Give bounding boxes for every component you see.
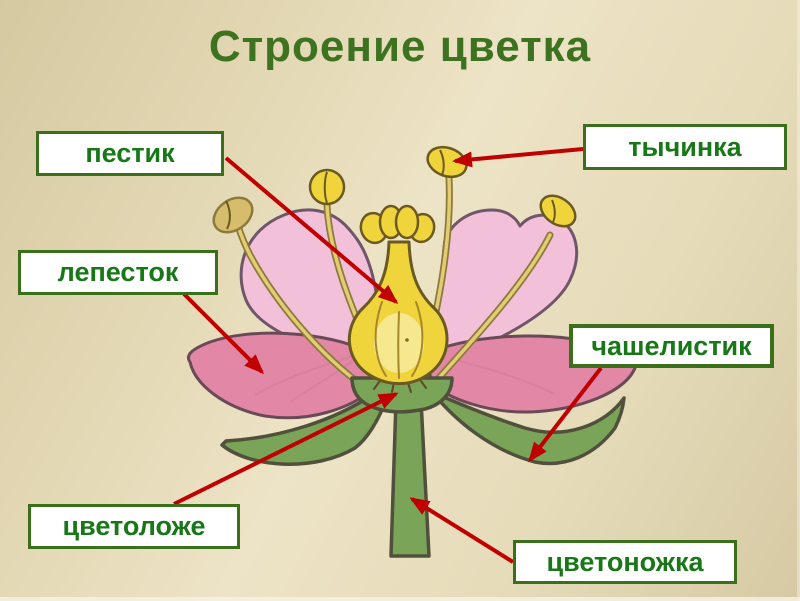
label-petal-text: лепесток (57, 257, 179, 287)
petal-vein (254, 354, 356, 396)
label-pistil: пестик (36, 131, 224, 176)
arrow-stamen (452, 147, 584, 168)
label-stamen-text: тычинка (628, 131, 742, 162)
stigma (359, 204, 436, 245)
bottom-edge-highlight (0, 597, 800, 601)
stamen-far-right (426, 194, 577, 392)
pistil-shape (347, 204, 449, 393)
anther-icon (308, 168, 346, 206)
label-pistil-text: пестик (85, 138, 175, 168)
arrow-petal (182, 292, 265, 375)
label-pedicel-text: цветоножка (546, 546, 704, 577)
page-title: Строение цветка (208, 22, 592, 71)
anther-icon (539, 194, 577, 228)
right-edge-highlight (797, 0, 800, 601)
label-receptacle: цветоложе (28, 504, 240, 549)
arrow-pistil (224, 156, 399, 304)
label-sepal: чашелистик (569, 324, 774, 368)
arrow-sepal (528, 366, 603, 463)
arrow-receptacle (173, 392, 399, 506)
petal-vein (449, 357, 556, 395)
label-sepal-text: чашелистик (591, 330, 752, 361)
stamen-far-left (212, 196, 376, 396)
label-receptacle-text: цветоложе (62, 511, 206, 541)
label-pedicel: цветоножка (513, 540, 737, 584)
pointer-arrows (173, 147, 603, 564)
label-petal: лепесток (18, 250, 218, 295)
anther-icon (212, 196, 254, 234)
petal-vein (289, 361, 353, 403)
pedicel-stem (389, 398, 431, 558)
sepal-right (430, 390, 626, 466)
arrow-pedicel (409, 497, 515, 564)
label-stamen: тычинка (583, 124, 787, 170)
